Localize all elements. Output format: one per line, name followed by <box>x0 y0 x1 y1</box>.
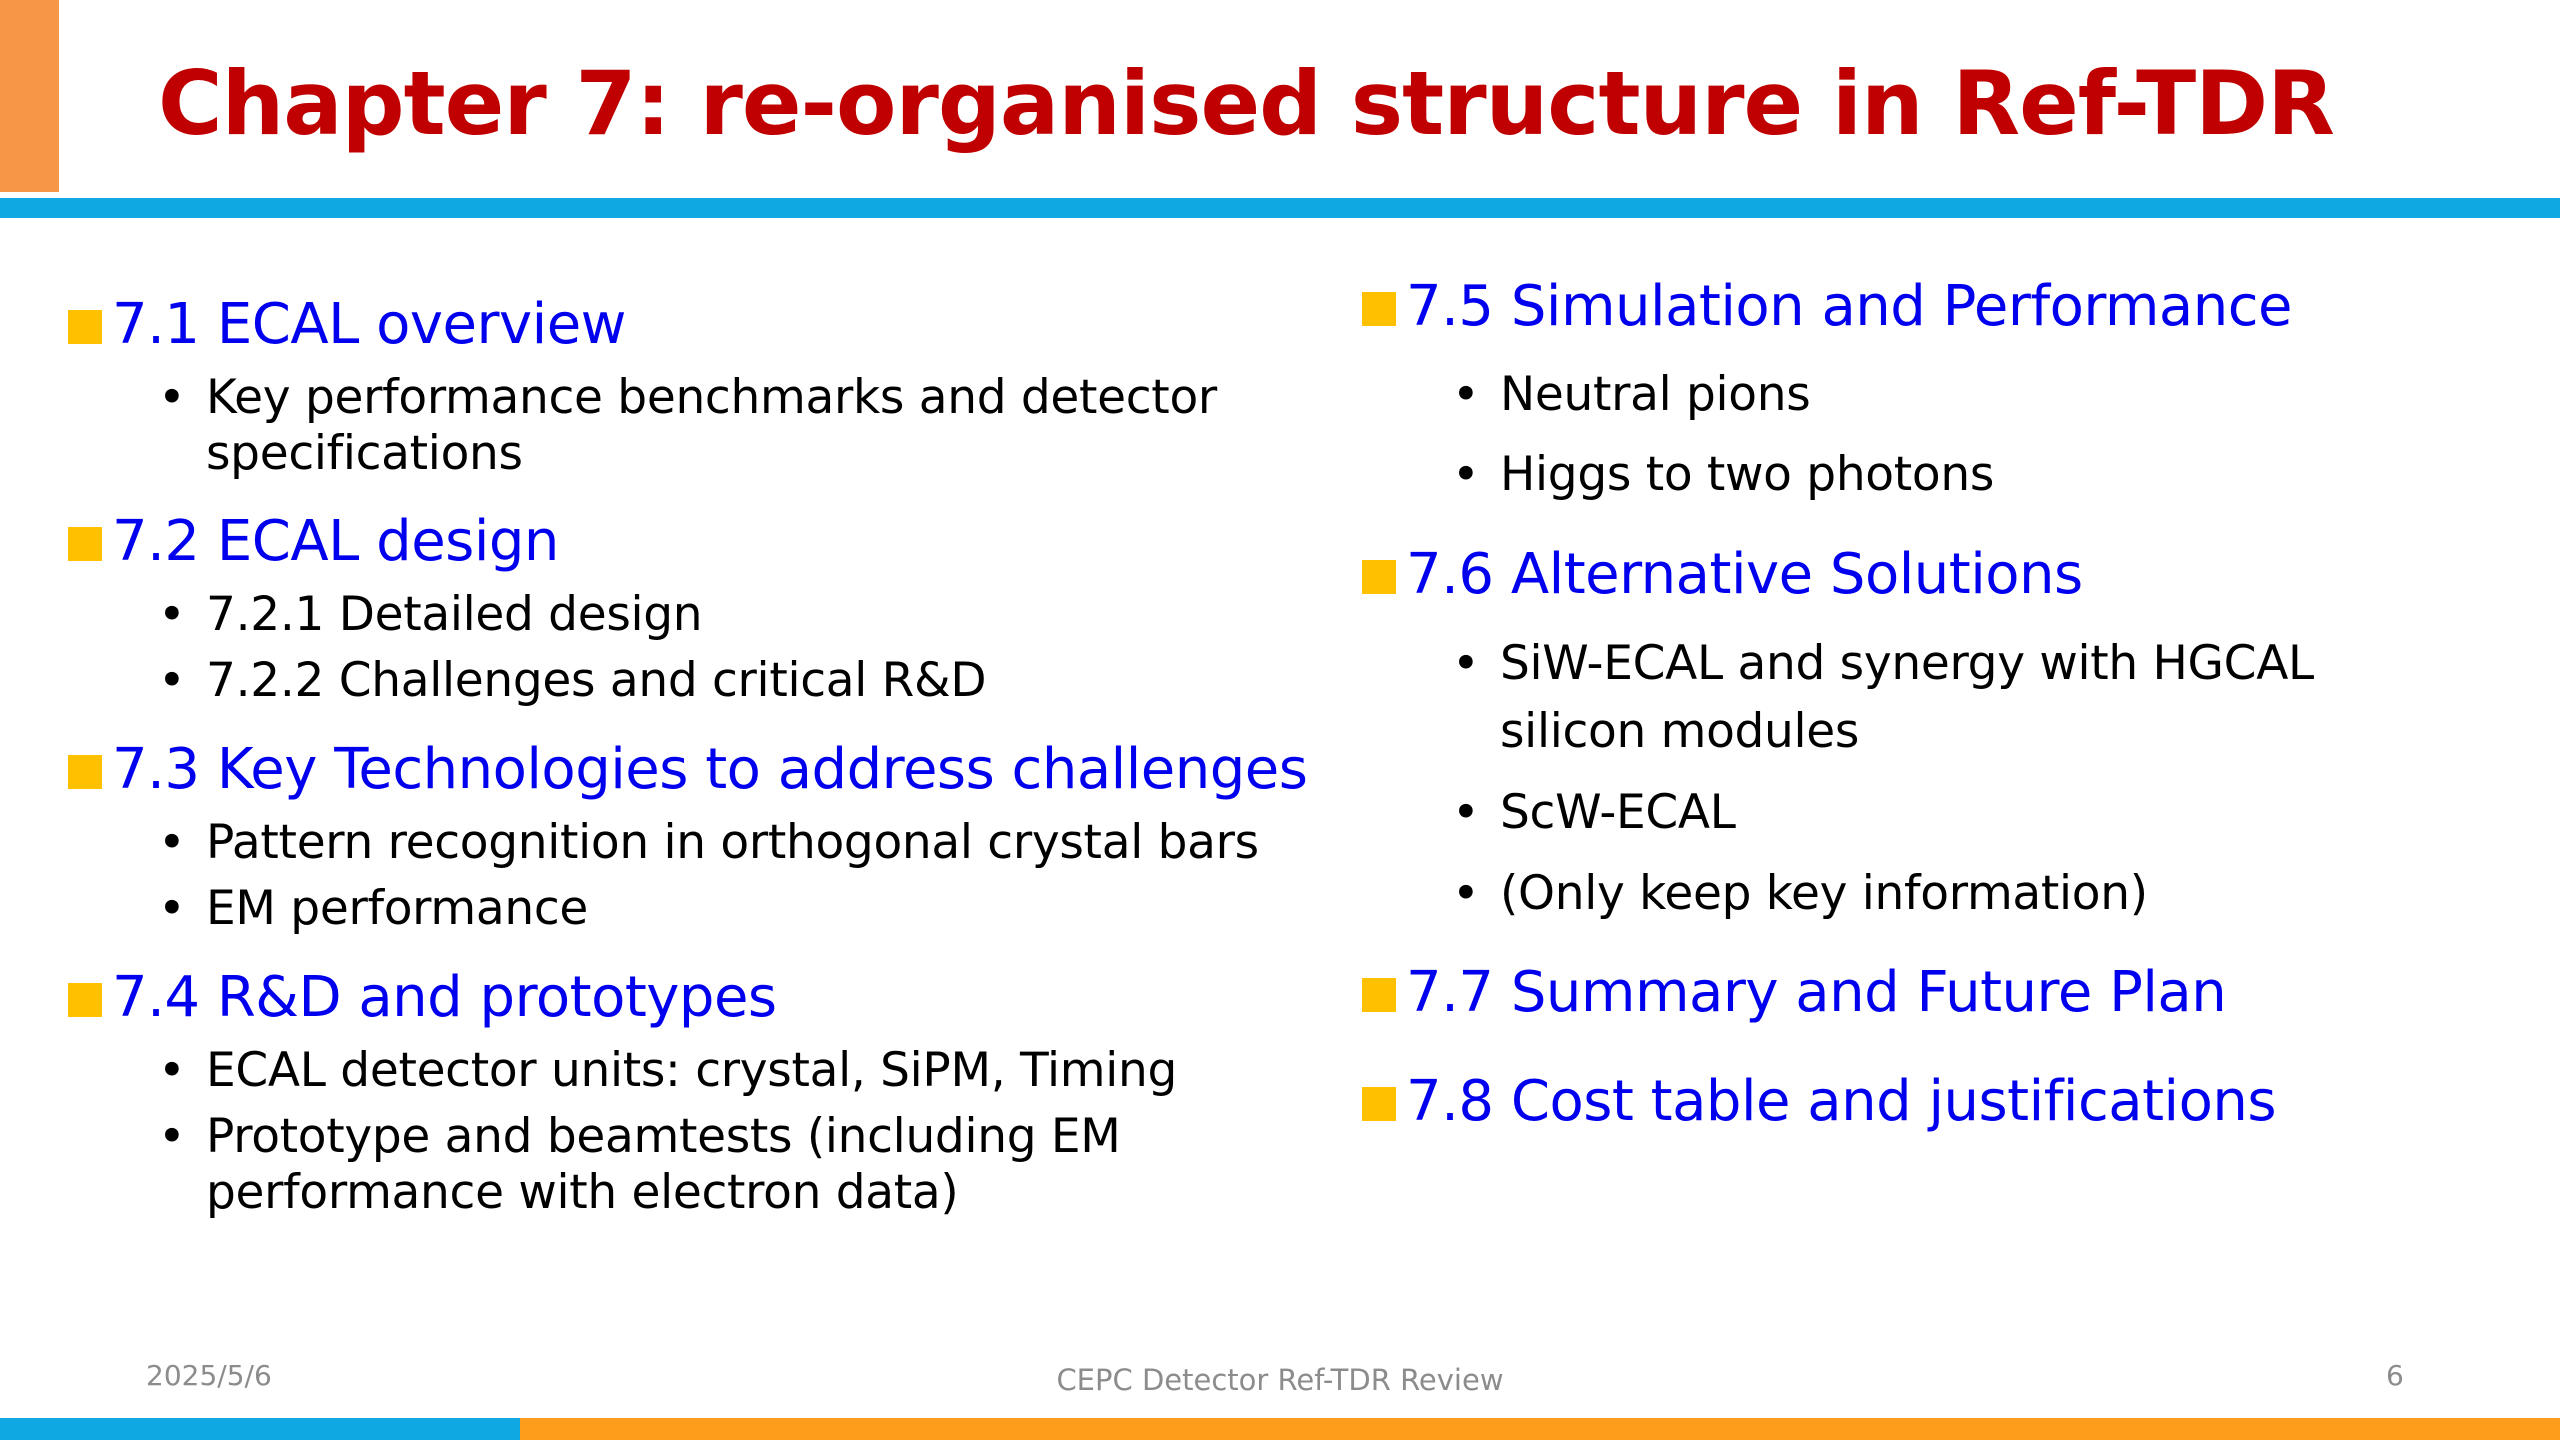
square-bullet-icon <box>1362 1087 1396 1121</box>
bullet-dot-icon: • <box>1452 785 1480 840</box>
section-title: 7.3 Key Technologies to address challeng… <box>112 737 1308 802</box>
square-bullet-icon <box>1362 560 1396 594</box>
slide-title: Chapter 7: re-organised structure in Ref… <box>158 52 2335 155</box>
section-title: 7.1 ECAL overview <box>112 292 626 357</box>
bullet-dot-icon: • <box>158 653 186 708</box>
section-title: 7.6 Alternative Solutions <box>1406 542 2083 607</box>
bullet-dot-icon: • <box>158 815 186 870</box>
bullet-dot-icon: • <box>1452 447 1480 502</box>
square-bullet-icon <box>1362 978 1396 1012</box>
square-bullet-icon <box>68 983 102 1017</box>
square-bullet-icon <box>68 527 102 561</box>
section-title: 7.8 Cost table and justifications <box>1406 1069 2277 1134</box>
square-bullet-icon <box>68 755 102 789</box>
section-title: 7.5 Simulation and Performance <box>1406 274 2292 339</box>
bullet-dot-icon: • <box>158 587 186 642</box>
footer-date: 2025/5/6 <box>146 1359 272 1392</box>
left-accent-bar <box>0 0 59 192</box>
section-title: 7.4 R&D and prototypes <box>112 965 777 1030</box>
bullet-dot-icon: • <box>158 370 186 425</box>
page-number: 6 <box>2386 1359 2404 1392</box>
bullet-dot-icon: • <box>158 1109 186 1164</box>
bottom-bar-right <box>520 1418 2560 1440</box>
bullet-dot-icon: • <box>1452 367 1480 422</box>
bullet-dot-icon: • <box>1452 636 1480 691</box>
title-divider-bar <box>0 198 2560 218</box>
bullet-dot-icon: • <box>158 1043 186 1098</box>
bullet-dot-icon: • <box>158 881 186 936</box>
section-title: 7.7 Summary and Future Plan <box>1406 960 2227 1025</box>
section-title: 7.2 ECAL design <box>112 509 559 574</box>
bottom-bar-left <box>0 1418 520 1440</box>
bullet-dot-icon: • <box>1452 866 1480 921</box>
square-bullet-icon <box>1362 292 1396 326</box>
footer-title: CEPC Detector Ref-TDR Review <box>1056 1363 1504 1397</box>
square-bullet-icon <box>68 310 102 344</box>
